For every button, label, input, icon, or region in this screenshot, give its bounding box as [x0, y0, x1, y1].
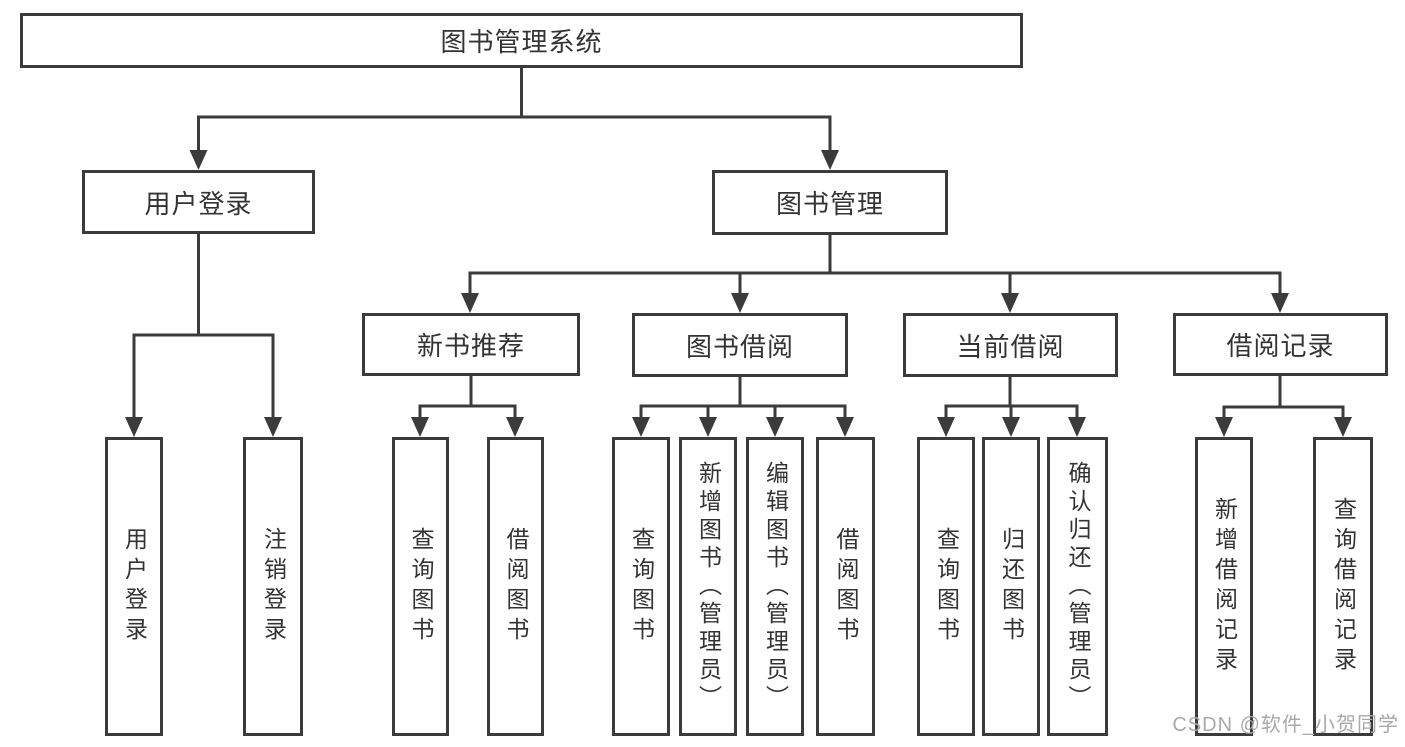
connector-borrow-record-children — [1215, 376, 1352, 437]
node-label: 编辑图书（管理员） — [762, 460, 789, 713]
node-label: 查询图书 — [408, 526, 434, 647]
node-label: 查询图书 — [933, 526, 960, 647]
node-leaf-query-books: 查询图书 — [917, 437, 975, 736]
node-label: 新增借阅记录 — [1211, 496, 1238, 677]
node-current-borrowing: 当前借阅 — [903, 313, 1118, 377]
node-label: 借阅记录 — [1226, 331, 1335, 361]
connector-user-login-children — [125, 234, 282, 437]
node-leaf-query-borrow-record: 查询借阅记录 — [1313, 437, 1373, 736]
csdn-watermark: CSDN @软件_小贺同学 — [1172, 714, 1399, 736]
node-label: 借阅图书 — [833, 526, 859, 647]
node-label: 图书管理系统 — [440, 27, 603, 57]
node-book-borrowing: 图书借阅 — [632, 313, 848, 377]
node-leaf-user-login: 用户登录 — [105, 437, 163, 736]
connector-book-mgmt-children — [461, 235, 1289, 313]
node-leaf-borrow-books: 借阅图书 — [816, 437, 875, 736]
node-borrow-records: 借阅记录 — [1173, 313, 1388, 376]
node-leaf-add-books-admin: 新增图书（管理员） — [679, 437, 737, 736]
node-book-management: 图书管理 — [712, 170, 948, 235]
node-label: 借阅图书 — [503, 526, 529, 647]
connector-current-borrow-children — [937, 377, 1086, 437]
node-user-login: 用户登录 — [82, 170, 315, 234]
node-label: 图书管理 — [775, 189, 884, 219]
node-new-book-recommend: 新书推荐 — [362, 313, 580, 376]
node-label: 新增图书（管理员） — [695, 460, 722, 713]
node-label: 查询借阅记录 — [1330, 496, 1357, 677]
node-leaf-query-books: 查询图书 — [612, 437, 670, 736]
node-leaf-borrow-books: 借阅图书 — [487, 437, 544, 736]
node-label: 确认归还（管理员） — [1065, 460, 1091, 713]
node-leaf-edit-books-admin: 编辑图书（管理员） — [746, 437, 804, 736]
node-leaf-query-books: 查询图书 — [392, 437, 449, 736]
node-label: 注销登录 — [260, 526, 287, 647]
node-leaf-logout: 注销登录 — [243, 437, 303, 736]
node-leaf-return-books: 归还图书 — [982, 437, 1040, 736]
node-label: 归还图书 — [998, 526, 1025, 647]
connector-book-borrow-children — [632, 377, 854, 437]
node-label: 图书借阅 — [685, 331, 794, 362]
node-label: 当前借阅 — [956, 331, 1065, 362]
node-library-management-system: 图书管理系统 — [20, 13, 1023, 68]
node-label: 新书推荐 — [416, 331, 525, 361]
connector-root-to-level2 — [189, 68, 839, 170]
connector-new-book-children — [411, 376, 524, 437]
node-label: 用户登录 — [121, 526, 148, 647]
node-leaf-confirm-return-admin: 确认归还（管理员） — [1047, 437, 1108, 736]
node-label: 查询图书 — [628, 526, 655, 647]
node-label: 用户登录 — [144, 188, 253, 219]
node-leaf-add-borrow-record: 新增借阅记录 — [1195, 437, 1253, 736]
